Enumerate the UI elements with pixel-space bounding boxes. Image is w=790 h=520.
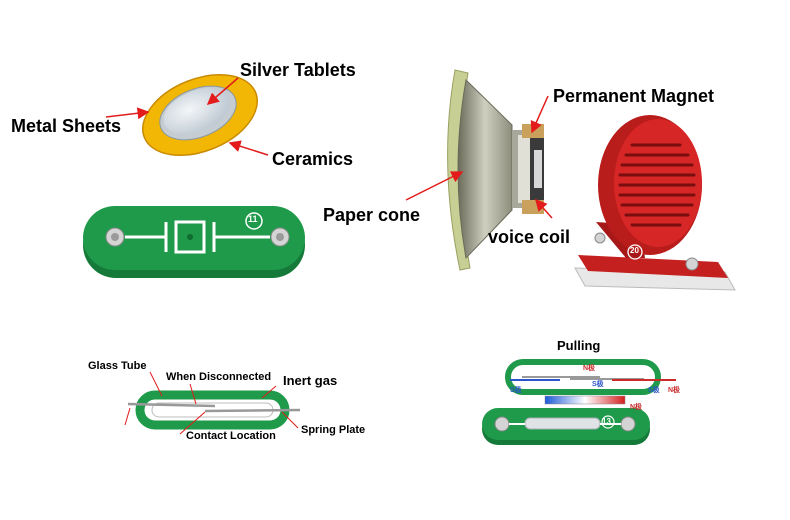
reed-module (482, 359, 676, 445)
label-pulling: Pulling (557, 338, 601, 353)
reed-board-number: 13 (602, 417, 611, 426)
label-silver-tablets: Silver Tablets (240, 60, 356, 80)
label-contact-location: Contact Location (186, 430, 276, 442)
pole-n-top: N极 (583, 365, 596, 372)
label-glass-tube: Glass Tube (88, 360, 147, 372)
speaker-arrows (405, 95, 553, 219)
reed-switch-diagram (127, 390, 301, 430)
speaker-module (574, 115, 736, 291)
pole-s-left: S极 (510, 387, 522, 394)
pole-s-top: S极 (592, 381, 604, 388)
label-permanent-magnet: Permanent Magnet (553, 86, 715, 106)
piezo-arrows (105, 77, 269, 156)
pole-s-right: S极 (648, 387, 660, 394)
label-spring-plate: Spring Plate (301, 424, 366, 436)
label-paper-cone: Paper cone (323, 205, 421, 225)
pole-n-right: N极 (630, 404, 643, 411)
label-ceramics: Ceramics (272, 149, 354, 169)
piezo-board (83, 206, 305, 278)
label-when-disconnected: When Disconnected (166, 371, 272, 383)
reed-leader-lines (124, 371, 299, 435)
label-metal-sheets: Metal Sheets (11, 116, 122, 136)
label-inert-gas: Inert gas (283, 373, 338, 388)
piezo-board-number: 11 (248, 214, 258, 224)
speaker-board-number: 20 (630, 246, 639, 255)
label-voice-coil: voice coil (488, 227, 571, 247)
pole-n-far-right: N极 (668, 387, 681, 394)
piezo-disc (142, 74, 258, 156)
